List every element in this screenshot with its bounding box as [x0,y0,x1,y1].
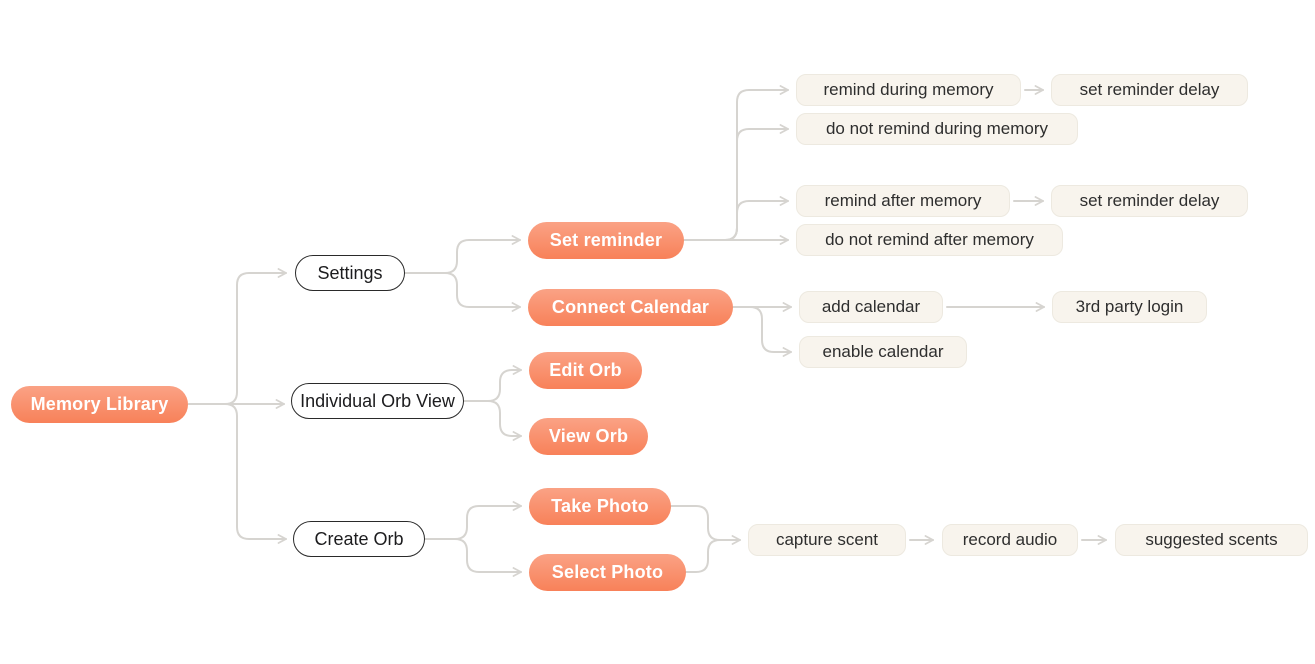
node-remind-after-memory[interactable]: remind after memory [796,185,1010,217]
connector-settings-connect-calendar [404,272,521,312]
node-do-not-remind-during-memory[interactable]: do not remind during memory [796,113,1078,145]
connector-set-reminder-remind-after [683,196,789,241]
node-memory-library[interactable]: Memory Library [11,386,188,423]
node-set-reminder-delay-during[interactable]: set reminder delay [1051,74,1248,106]
node-record-audio[interactable]: record audio [942,524,1078,556]
node-add-calendar[interactable]: add calendar [799,291,943,323]
connector-take-photo-capture-scent [670,505,741,545]
node-view-orb[interactable]: View Orb [529,418,648,455]
node-enable-calendar[interactable]: enable calendar [799,336,967,368]
connector-connect-calendar-enable-calendar [732,306,792,357]
node-set-reminder[interactable]: Set reminder [528,222,684,259]
node-individual-orb-view[interactable]: Individual Orb View [291,383,464,419]
node-create-orb[interactable]: Create Orb [293,521,425,557]
connector-create-orb-take-photo [424,501,522,540]
connector-set-reminder-do-not-remind-during [683,124,789,241]
node-settings[interactable]: Settings [295,255,405,291]
connector-iov-view-orb [463,400,522,441]
connector-set-reminder-remind-during [683,85,789,241]
connector-root-settings [188,268,287,405]
connector-root-create-orb [188,403,287,544]
node-connect-calendar[interactable]: Connect Calendar [528,289,733,326]
node-take-photo[interactable]: Take Photo [529,488,671,525]
node-suggested-scents[interactable]: suggested scents [1115,524,1308,556]
node-select-photo[interactable]: Select Photo [529,554,686,591]
node-edit-orb[interactable]: Edit Orb [529,352,642,389]
node-set-reminder-delay-after[interactable]: set reminder delay [1051,185,1248,217]
connector-select-photo-capture-scent [685,539,721,573]
connector-iov-edit-orb [463,365,522,402]
connector-create-orb-select-photo [424,538,522,577]
node-do-not-remind-after-memory[interactable]: do not remind after memory [796,224,1063,256]
node-3rd-party-login[interactable]: 3rd party login [1052,291,1207,323]
connector-settings-set-reminder [404,235,521,274]
node-capture-scent[interactable]: capture scent [748,524,906,556]
node-remind-during-memory[interactable]: remind during memory [796,74,1021,106]
